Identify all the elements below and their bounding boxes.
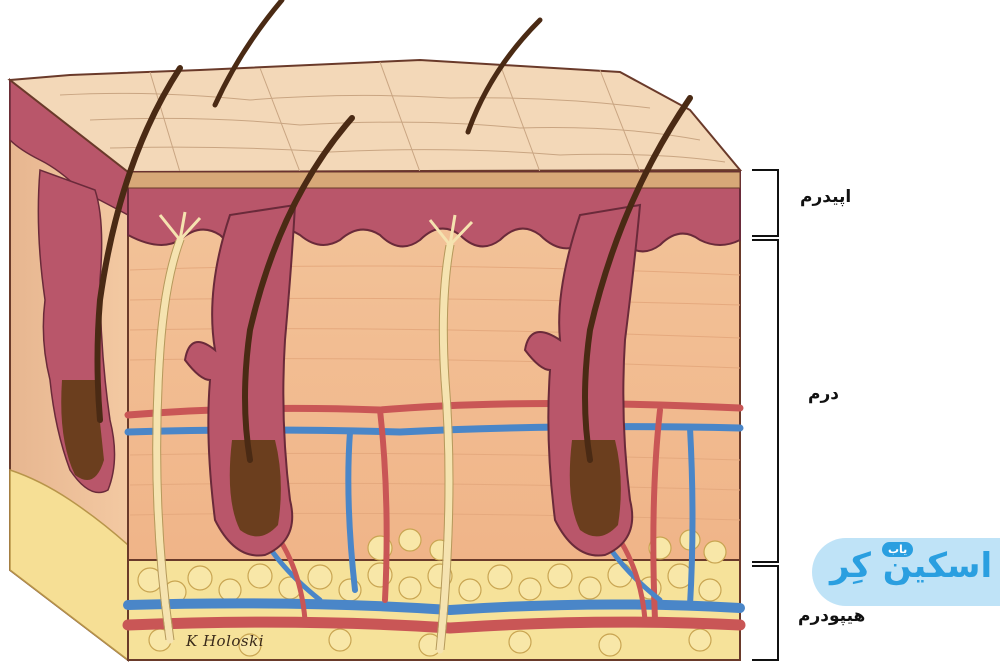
dermis-fibers — [129, 265, 741, 521]
side-hair — [94, 65, 183, 423]
epidermis-label: اپیدرم — [800, 187, 852, 207]
hair-bulb-1 — [229, 440, 281, 537]
side-fat-layer — [9, 468, 129, 662]
hair-bulb-2 — [569, 440, 621, 537]
hypodermis-label: هیپودرم — [798, 606, 866, 626]
side-follicle-bulb — [61, 380, 104, 480]
nerve-endings — [158, 211, 474, 247]
dermis-bracket — [752, 239, 779, 563]
dermis-label: درم — [808, 384, 839, 404]
nerves — [153, 236, 454, 654]
hypodermis-bracket — [752, 565, 779, 661]
epidermis-bracket — [752, 169, 779, 237]
lower-vein — [123, 598, 745, 616]
watermark-logo: اسکین کِر یاب — [790, 536, 1000, 608]
surface-hair-2 — [465, 17, 543, 135]
side-epidermis — [9, 78, 129, 217]
surface-hair-1 — [212, 0, 285, 108]
logo-sub-badge: یاب — [882, 542, 914, 557]
hair-shaft-1 — [242, 115, 355, 463]
layer-brackets — [752, 169, 779, 661]
surface-texture — [59, 61, 726, 173]
nerve-outlines — [152, 239, 455, 651]
lower-artery — [122, 616, 746, 634]
artist-signature: K Holoski — [186, 632, 264, 650]
hair-shaft-2 — [582, 95, 693, 463]
block-top-surface — [7, 58, 743, 174]
